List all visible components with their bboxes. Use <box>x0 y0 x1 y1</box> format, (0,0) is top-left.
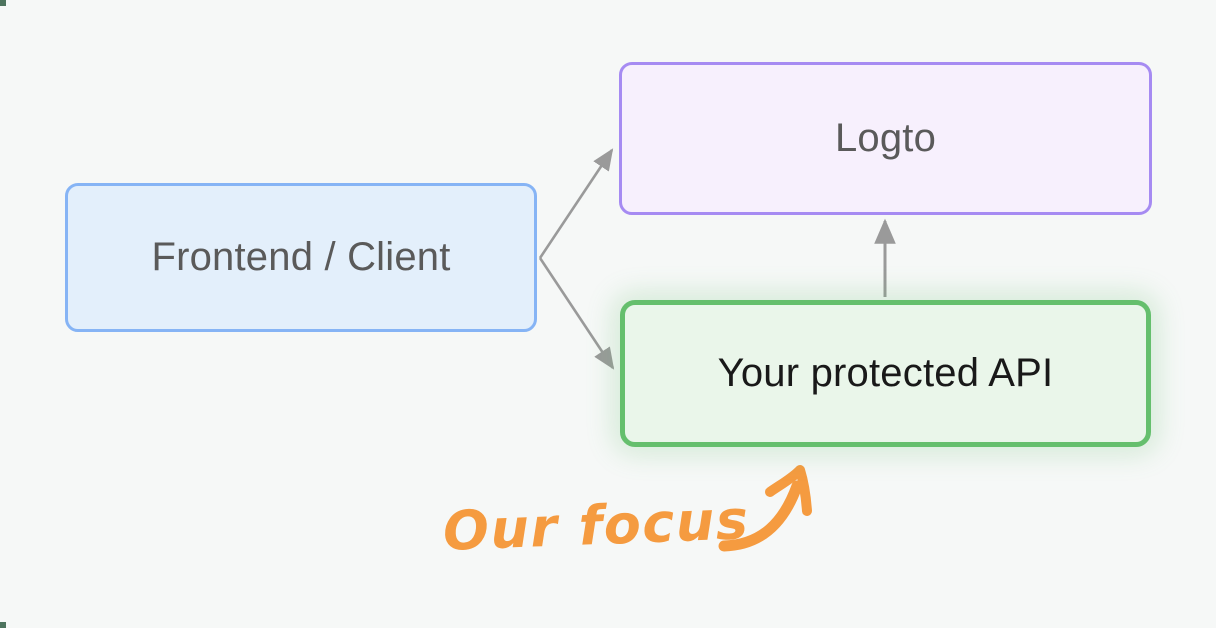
node-protected-api-label: Your protected API <box>717 351 1054 395</box>
node-frontend-client[interactable]: Frontend / Client <box>65 183 537 332</box>
annotation-our-focus: Our focus <box>441 488 751 563</box>
corner-mark-bottom-left <box>0 622 6 628</box>
node-frontend-client-label: Frontend / Client <box>151 235 451 279</box>
edge-frontend-to-logto <box>538 148 614 259</box>
corner-mark-top-left <box>0 0 6 6</box>
node-protected-api[interactable]: Your protected API <box>620 300 1151 447</box>
node-logto-label: Logto <box>834 116 937 160</box>
node-logto[interactable]: Logto <box>619 62 1152 215</box>
edge-frontend-to-api <box>538 257 615 370</box>
